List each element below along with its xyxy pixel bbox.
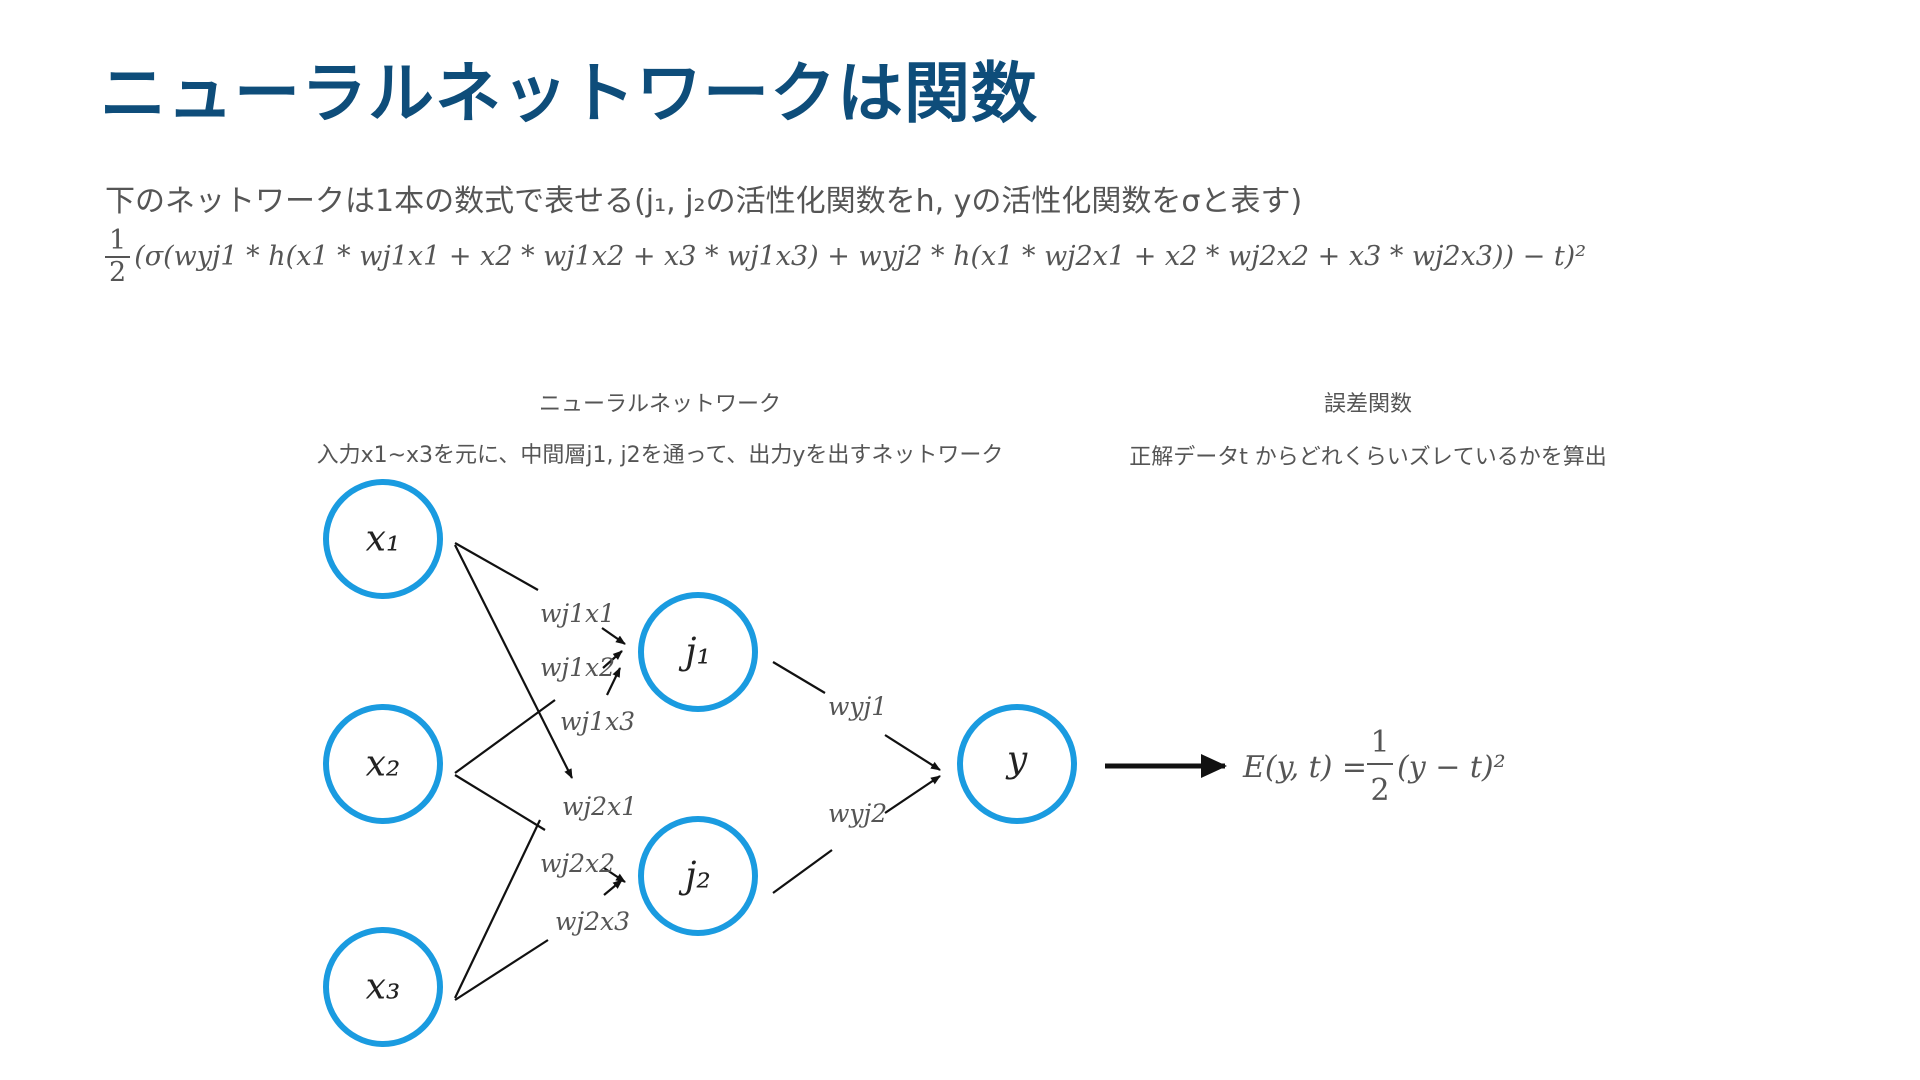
formula-frac-den: 2: [109, 256, 127, 288]
weight-label-wj1x3: wj1x3: [560, 707, 635, 736]
edge-x2-j1-arrow: [602, 650, 623, 669]
network-formula: 1 2 (σ(wyj1 * h(x1 * wj1x1 + x2 * wj1x2 …: [105, 226, 1586, 287]
node-label-x3: x₃: [366, 967, 401, 1008]
edge-x2-j2: [454, 774, 546, 831]
node-j1: j₁: [638, 592, 758, 712]
node-label-y: y: [1005, 740, 1028, 781]
error-heading: 誤差関数: [1323, 392, 1413, 417]
weight-label-wj1x1: wj1x1: [540, 599, 615, 628]
edge-x1-j1: [454, 542, 539, 591]
weight-label-wyj1: wyj1: [828, 692, 887, 721]
slide-title: ニューラルネットワークは関数: [100, 55, 1038, 132]
edge-j1-y: [772, 661, 826, 694]
edge-x3-j2: [454, 939, 549, 1001]
error-function-frac-num: 1: [1370, 725, 1389, 760]
edge-j2-y-arrow: [884, 775, 941, 814]
node-x3: x₃: [323, 927, 443, 1047]
formula-frac-num: 1: [105, 226, 131, 258]
node-j2: j₂: [638, 816, 758, 936]
node-x2: x₂: [323, 704, 443, 824]
weight-label-wj2x3: wj2x3: [555, 907, 630, 936]
node-label-x1: x₁: [366, 519, 401, 560]
edge-x3-j2-arrow: [603, 879, 623, 896]
weight-label-wyj2: wyj2: [828, 799, 887, 828]
error-function-rhs: (y − t)²: [1397, 750, 1506, 785]
weight-label-wj1x2: wj1x2: [540, 653, 615, 682]
node-y: y: [957, 704, 1077, 824]
edge-j2-y: [772, 849, 833, 894]
node-x1: x₁: [323, 479, 443, 599]
error-function-lhs: E(y, t) =: [1242, 750, 1367, 785]
weight-label-wj2x2: wj2x2: [540, 849, 615, 878]
edge-x2-j1: [454, 699, 556, 774]
network-heading: ニューラルネットワーク: [538, 392, 782, 417]
formula-body: (σ(wyj1 * h(x1 * wj1x1 + x2 * wj1x2 + x3…: [134, 241, 1587, 273]
edge-j1-y-arrow: [884, 734, 941, 771]
error-function-frac-den: 2: [1370, 773, 1389, 808]
network-description: 入力x1~x3を元に、中間層j1, j2を通って、出力yを出すネットワーク: [316, 443, 1004, 468]
edge-x1-j2: [454, 544, 573, 779]
node-label-x2: x₂: [366, 744, 401, 785]
edge-x3-j1: [454, 819, 541, 999]
error-function: E(y, t) = 1 2 (y − t)²: [1242, 725, 1506, 808]
error-description: 正解データt からどれくらいズレているかを算出: [1129, 445, 1607, 470]
edge-x1-j1-arrow: [601, 627, 626, 645]
edge-x3-j1-arrow: [606, 667, 621, 696]
description-text: 下のネットワークは1本の数式で表せる(j₁, j₂の活性化関数をh, yの活性化…: [105, 184, 1303, 219]
weight-label-wj2x1: wj2x1: [562, 792, 637, 821]
formula-fraction: 1 2: [105, 226, 131, 288]
